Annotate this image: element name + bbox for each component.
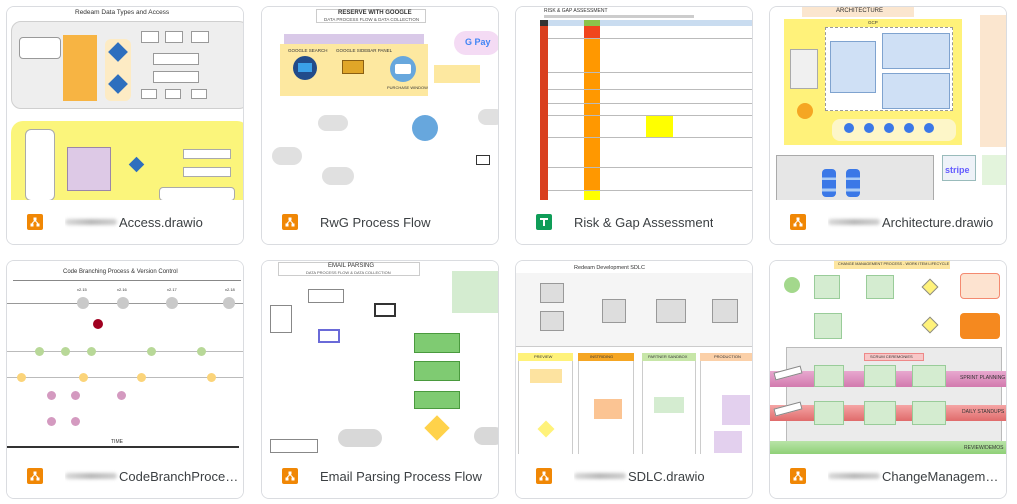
redacted-text <box>828 219 880 225</box>
file-card-email-parsing[interactable]: EMAIL PARSING DATA PROCESS FLOW & DATA C… <box>261 260 499 499</box>
preview-title: RESERVE WITH GOOGLE <box>338 10 412 16</box>
redacted-text <box>65 219 117 225</box>
drawio-icon <box>790 214 806 230</box>
file-preview: Code Branching Process & Version Control… <box>7 261 243 455</box>
file-footer: Architecture.drawio <box>770 200 1006 244</box>
preview-title: CHANGE MANAGEMENT PROCESS - WORK ITEM LI… <box>838 262 950 266</box>
file-card-access[interactable]: Redeam Data Types and Access Access.draw… <box>6 6 244 245</box>
sheets-icon <box>536 214 552 230</box>
file-name[interactable]: SDLC.drawio <box>574 469 705 484</box>
drawio-icon <box>27 468 43 484</box>
file-card-sdlc[interactable]: Redeam Development SDLC PREVIEW INSTRIDI… <box>515 260 753 499</box>
redacted-text <box>574 473 626 479</box>
file-name[interactable]: Architecture.drawio <box>828 215 993 230</box>
preview-title: ARCHITECTURE <box>836 8 884 14</box>
file-footer: Email Parsing Process Flow <box>262 454 498 498</box>
file-footer: Access.drawio <box>7 200 243 244</box>
file-preview: ARCHITECTURE GCP stripe <box>770 7 1006 201</box>
drawio-icon <box>282 214 298 230</box>
file-footer: RwG Process Flow <box>262 200 498 244</box>
file-preview: EMAIL PARSING DATA PROCESS FLOW & DATA C… <box>262 261 498 455</box>
file-preview: Redeam Data Types and Access <box>7 7 243 201</box>
file-name[interactable]: Risk & Gap Assessment <box>574 214 714 230</box>
drawio-icon <box>282 468 298 484</box>
drawio-icon <box>790 468 806 484</box>
preview-title: Code Branching Process & Version Control <box>63 269 178 275</box>
redacted-text <box>828 473 880 479</box>
file-card-change-management[interactable]: CHANGE MANAGEMENT PROCESS - WORK ITEM LI… <box>769 260 1007 499</box>
preview-title: Redeam Data Types and Access <box>75 9 170 16</box>
file-card-rwg-process-flow[interactable]: RESERVE WITH GOOGLE DATA PROCESS FLOW & … <box>261 6 499 245</box>
file-name[interactable]: RwG Process Flow <box>320 214 431 230</box>
drawio-icon <box>27 214 43 230</box>
file-preview: RESERVE WITH GOOGLE DATA PROCESS FLOW & … <box>262 7 498 201</box>
file-footer: ChangeManageme... <box>770 454 1006 498</box>
redacted-text <box>65 473 117 479</box>
preview-title: RISK & GAP ASSESSMENT <box>544 8 608 14</box>
file-card-code-branch-process[interactable]: Code Branching Process & Version Control… <box>6 260 244 499</box>
preview-title: Redeam Development SDLC <box>574 265 645 271</box>
file-footer: CodeBranchProces... <box>7 454 243 498</box>
file-preview: CHANGE MANAGEMENT PROCESS - WORK ITEM LI… <box>770 261 1006 455</box>
file-preview: Redeam Development SDLC PREVIEW INSTRIDI… <box>516 261 752 455</box>
file-card-risk-gap-assessment[interactable]: RISK & GAP ASSESSMENT Risk & Gap Assessm… <box>515 6 753 245</box>
file-name[interactable]: Access.drawio <box>65 215 203 230</box>
file-card-architecture[interactable]: ARCHITECTURE GCP stripe Architecture.dra… <box>769 6 1007 245</box>
preview-title: EMAIL PARSING <box>328 263 375 269</box>
drawio-icon <box>536 468 552 484</box>
file-name[interactable]: CodeBranchProces... <box>65 469 240 484</box>
file-name[interactable]: Email Parsing Process Flow <box>320 468 482 484</box>
file-footer: SDLC.drawio <box>516 454 752 498</box>
file-footer: Risk & Gap Assessment <box>516 200 752 244</box>
file-name[interactable]: ChangeManageme... <box>828 469 1003 484</box>
file-preview: RISK & GAP ASSESSMENT <box>516 7 752 201</box>
